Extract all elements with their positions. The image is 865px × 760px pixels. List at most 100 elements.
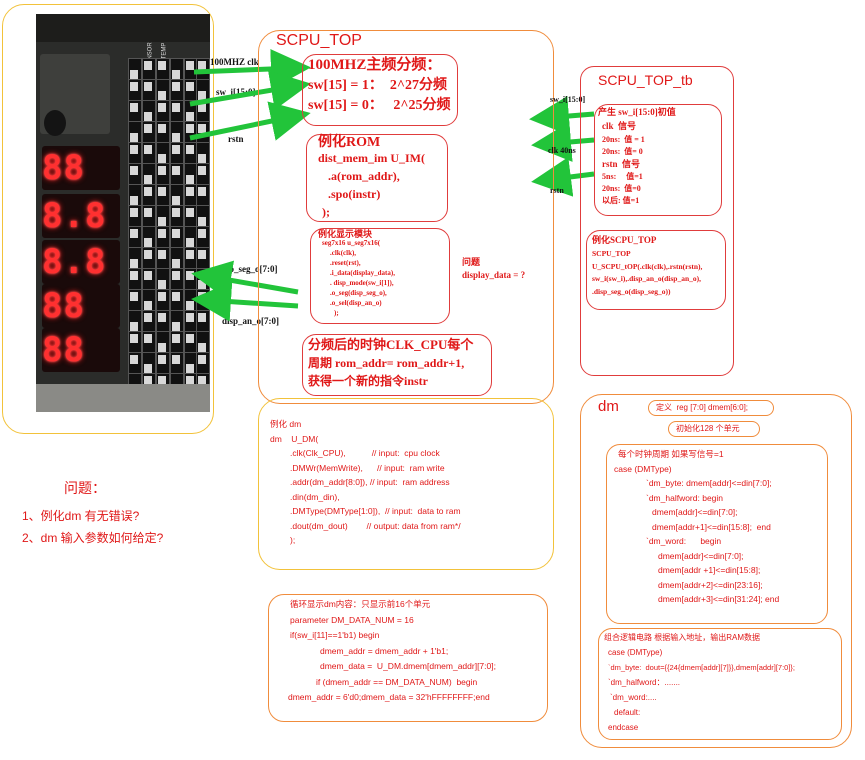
tb-inst-line-1: 例化SCPU_TOP (592, 235, 657, 245)
board-switch (142, 289, 156, 313)
board-switch-handle (198, 355, 206, 364)
dm-inst-line-9: ); (290, 535, 296, 545)
board-switch (156, 100, 170, 124)
dm-write-box (606, 444, 828, 624)
tb-inst-text: 例化SCPU_TOP SCPU_TOP U_SCPU_tOP(.clk(clk)… (592, 236, 702, 295)
tb-init-line-5: rstn 信号 (602, 159, 640, 169)
display-box (310, 228, 450, 324)
board-switch-handle (144, 364, 152, 373)
question-display: 问题 display_data = ? (462, 258, 525, 280)
arrow-sw (189, 70, 311, 110)
board-top-strip (36, 14, 210, 42)
display-line-5: . disp_mode(sw_i[1]), (330, 279, 394, 287)
board-switch-handle (172, 271, 180, 280)
board-switch-handle (144, 208, 152, 217)
dm-write-line-1: 每个时钟周期 如果写信号=1 (618, 449, 724, 459)
board-switch-handle (172, 70, 180, 79)
label-clk-in: 100MHZ clk (210, 57, 259, 67)
dm-write-line-9: dmem[addr +1]<=din[15:8]; (658, 565, 761, 575)
scpu-top-title: SCPU_TOP (276, 32, 362, 49)
dm-write-line-7: `dm_word: begin (646, 536, 722, 546)
loop-line-7: dmem_addr = 6'd0;dmem_data = 32'hFFFFFFF… (288, 692, 490, 702)
dm-box (580, 394, 852, 748)
arrow-tb-sw (529, 96, 595, 136)
dm-read-box (598, 628, 842, 740)
label-rstn-in: rstn (228, 134, 244, 144)
tb-init-text: 产生 sw_i[15:0]初值 clk 信号 20ns: 值 = 1 20ns:… (598, 108, 676, 205)
dm-inst-box (258, 398, 554, 570)
board-switch-handle (158, 187, 166, 196)
dm-write-line-6: dmem[addr+1]<=din[15:8]; end (652, 521, 771, 532)
board-switch-handle (172, 259, 180, 268)
rom-text: 例化ROM dist_mem_im U_IM( .a(rom_addr), .s… (318, 136, 425, 219)
board-switch-handle (158, 229, 166, 238)
board-switch-handle (186, 271, 194, 280)
board-switch-handle (186, 250, 194, 259)
board-switch-handle (130, 322, 138, 331)
clk-div-box (302, 54, 458, 126)
dm-inst-text: 例化 dm dm U_DM( .clk(Clk_CPU), // input: … (270, 420, 461, 545)
board-switch-handle (158, 343, 166, 352)
label-seg-out: disp_seg_o[7:0] (218, 264, 278, 274)
seven-seg-digit-3: 8.8 (42, 240, 120, 284)
loop-line-4: dmem_addr = dmem_addr + 1'b1; (320, 645, 449, 656)
display-line-1: seg7x16 u_seg7x16( (322, 239, 381, 247)
question-text: display_data = ? (462, 270, 526, 280)
label-an-out: disp_an_o[7:0] (222, 316, 280, 326)
seven-seg-digit-2: 8.8 (42, 194, 120, 238)
tb-init-line-1: 产生 sw_i[15:0]初值 (598, 107, 676, 117)
tb-inst-line-3: U_SCPU_tOP(.clk(clk),.rstn(rstn), (592, 261, 703, 271)
board-switch-handle (186, 334, 194, 343)
board-switch-handle (198, 229, 206, 238)
board-switch-handle (172, 334, 180, 343)
seven-seg-digit-4: 88 (42, 284, 120, 328)
display-text: 例化显示模块 seg7x16 u_seg7x16( .clk(clk), .re… (318, 230, 395, 317)
display-line-6: .o_seg(disp_seg_o), (330, 289, 387, 297)
board-switch-handle (158, 313, 166, 322)
board-switch-handle (172, 145, 180, 154)
board-switch-handle (144, 250, 152, 259)
dm-read-line-2: case (DMType) (608, 648, 663, 657)
dm-write-line-3: `dm_byte: dmem[addr]<=din[7:0]; (646, 478, 772, 488)
board-switch-handle (130, 70, 138, 79)
rom-line-1: dist_mem_im U_IM( (318, 151, 425, 165)
board-switch-handle (186, 364, 194, 373)
dm-write-line-10: dmem[addr+2]<=din[23:16]; (658, 579, 763, 590)
board-switch-handle (158, 355, 166, 364)
tb-init-line-4: 20ns: 值= 0 (602, 147, 643, 156)
board-switch (142, 121, 156, 145)
questions-title: 问题： (64, 480, 106, 496)
board-switch (156, 142, 170, 166)
question-title: 问题 (462, 257, 481, 267)
board-switch-handle (144, 187, 152, 196)
display-line-2: .clk(clk), (330, 249, 357, 257)
dm-read-line-5: `dm_word:.... (610, 692, 657, 702)
board-switch-handle (172, 166, 180, 175)
dm-inst-line-5: .addr(dm_addr[8:0]), // input: ram addre… (290, 477, 450, 487)
board-switch-handle (158, 103, 166, 112)
board-switch-handle (144, 175, 152, 184)
board-switch-handle (198, 166, 206, 175)
dm-write-line-2: case (DMType) (614, 463, 672, 474)
board-switch-handle (158, 292, 166, 301)
board-switch-handle (172, 292, 180, 301)
rom-line-4: ); (322, 205, 330, 219)
board-switch (128, 142, 142, 166)
board-switch-handle (186, 175, 194, 184)
dm-read-line-7: endcase (608, 722, 639, 732)
board-switch-handle (144, 61, 152, 70)
tb-inst-line-4: sw_i(sw_i),.disp_an_o(disp_an_o), (592, 274, 701, 283)
dm-read-line-4: `dm_halfword：....... (608, 677, 681, 687)
dm-init-box (668, 421, 760, 437)
arrow-clk (193, 48, 311, 89)
arrow-tb-rstn (531, 157, 595, 197)
tb-title: SCPU_TOP_tb (598, 72, 693, 88)
board-switch-handle (144, 238, 152, 247)
board-switch (128, 163, 142, 187)
board-switch-handle (186, 187, 194, 196)
dm-inst-line-2: dm U_DM( (270, 433, 319, 444)
board-switch-handle (158, 154, 166, 163)
board-switch-handle (198, 103, 206, 112)
dm-inst-line-6: .din(dm_din), (290, 491, 340, 502)
dm-inst-line-3: .clk(Clk_CPU), // input: cpu clock (290, 448, 440, 458)
